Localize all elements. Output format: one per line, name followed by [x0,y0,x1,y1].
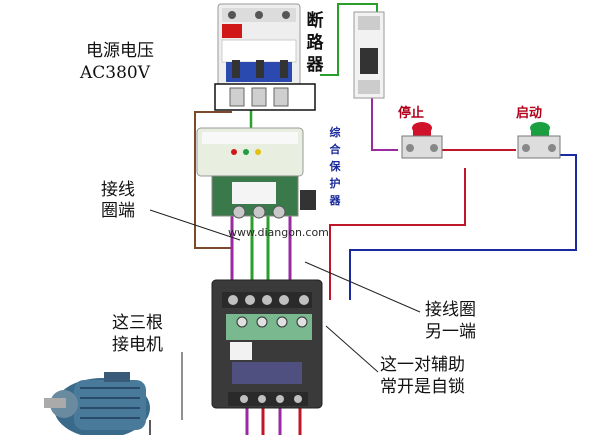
wires [149,3,577,435]
three-wires-line2: 接电机 [112,335,163,355]
three-wires-line1: 这三根 [112,313,163,333]
coil-other-end-line2: 另一端 [425,322,476,342]
leader-aux [325,325,379,373]
start-push-button-icon [517,122,561,159]
coil-other-end-line1: 接线圈 [425,300,476,320]
watermark: www.diangon.com [228,226,329,239]
purple-wire-1 [371,98,398,151]
navy-wire [349,154,577,300]
supply-voltage-value: AC380V [80,63,151,83]
brown-wire [194,111,232,249]
aux-contact-line1: 这一对辅助 [380,355,465,375]
motor-icon [44,372,150,435]
stop-push-button-icon [401,122,443,159]
stop-button-caption: 停止 [398,106,425,121]
protector-label: 综合保护器 [329,126,341,207]
circuit-breaker-icon [217,3,301,89]
supply-voltage-label: 电源电压 [86,41,154,61]
breaker-label: 断路器 [306,11,324,75]
contactor-icon [211,279,323,409]
protector-relay-icon [196,127,316,219]
aux-contact-line2: 常开是自锁 [380,377,465,397]
coil-end-label: 接线圈端 [101,180,135,221]
start-button-caption: 启动 [516,106,543,121]
leader-coil-other [304,261,421,313]
leader-coil-end [149,209,241,241]
red-wire-aux [329,168,466,300]
single-pole-breaker-icon [353,11,385,99]
breaker-terminals [214,83,316,111]
green-wire-top [320,3,378,76]
